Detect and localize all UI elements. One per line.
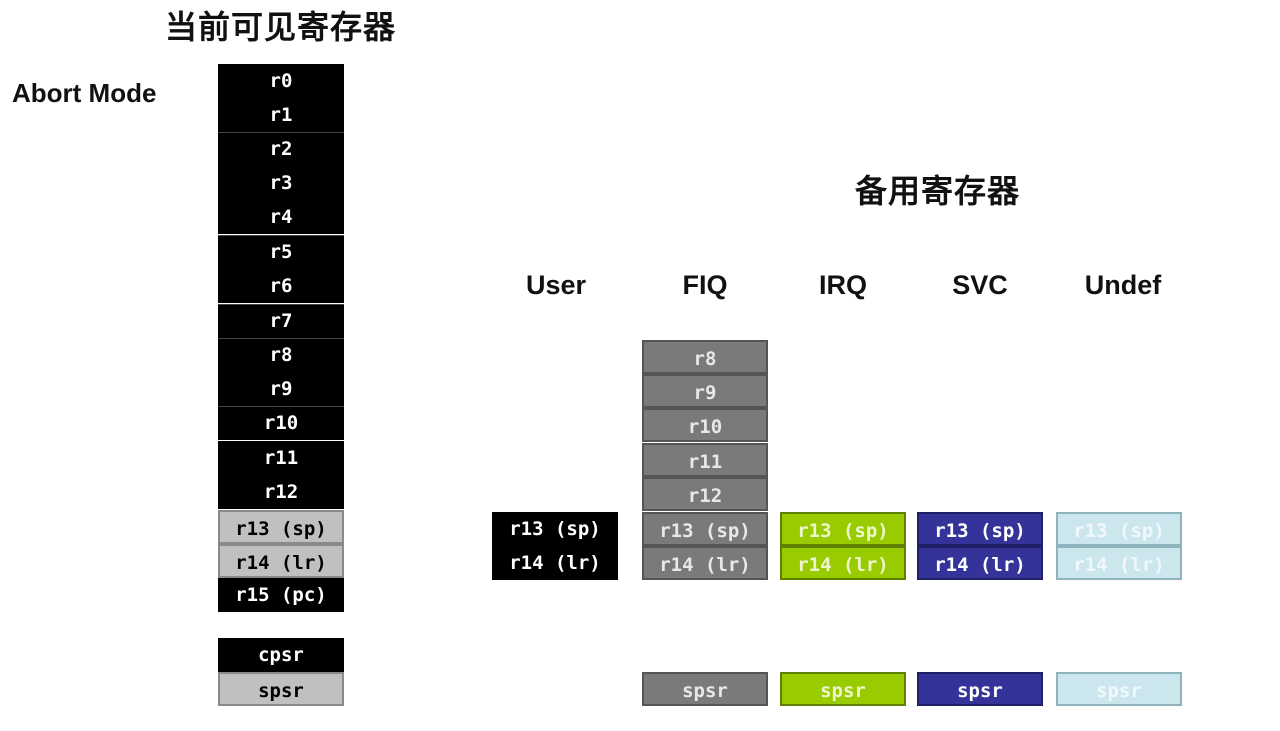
current-register-cpsr: cpsr [218, 638, 344, 672]
current-register-r9: r9 [218, 372, 344, 406]
banked-registers-title: 备用寄存器 [855, 172, 1021, 210]
fiq-register-spsr: spsr [642, 672, 768, 706]
svc-register-spsr: spsr [917, 672, 1043, 706]
current-register-r8: r8 [218, 338, 344, 372]
column-header-irq: IRQ [818, 270, 867, 300]
column-header-user: User [525, 270, 587, 300]
fiq-register-r13: r13 (sp) [642, 512, 768, 546]
fiq-register-r8: r8 [642, 340, 768, 374]
irq-register-spsr: spsr [780, 672, 906, 706]
column-header-svc: SVC [952, 270, 1008, 300]
current-register-r15: r15 (pc) [218, 578, 344, 612]
irq-register-r13: r13 (sp) [780, 512, 906, 546]
fiq-register-r9: r9 [642, 374, 768, 408]
current-register-r11: r11 [218, 441, 344, 475]
current-register-r5: r5 [218, 235, 344, 269]
register-group-divider [218, 406, 344, 407]
undef-register-r13: r13 (sp) [1056, 512, 1182, 546]
fiq-register-r10: r10 [642, 408, 768, 442]
undef-register-spsr: spsr [1056, 672, 1182, 706]
undef-register-r14: r14 (lr) [1056, 546, 1182, 580]
current-register-r14: r14 (lr) [218, 544, 344, 578]
column-header-undef: Undef [1084, 270, 1162, 300]
column-header-fiq: FIQ [682, 270, 728, 300]
register-group-divider [218, 338, 344, 339]
irq-register-r14: r14 (lr) [780, 546, 906, 580]
current-register-r2: r2 [218, 132, 344, 166]
fiq-register-r14: r14 (lr) [642, 546, 768, 580]
current-register-r7: r7 [218, 304, 344, 338]
fiq-register-r11: r11 [642, 443, 768, 477]
current-register-r10: r10 [218, 406, 344, 440]
svc-register-r13: r13 (sp) [917, 512, 1043, 546]
current-register-spsr: spsr [218, 672, 344, 706]
current-register-r1: r1 [218, 98, 344, 132]
current-register-r6: r6 [218, 269, 344, 303]
current-register-r0: r0 [218, 64, 344, 98]
register-group-divider [218, 304, 344, 305]
current-register-r4: r4 [218, 200, 344, 234]
current-register-r12: r12 [218, 475, 344, 509]
current-registers-title: 当前可见寄存器 [165, 8, 397, 46]
user-register-r13: r13 (sp) [492, 512, 618, 546]
current-register-r13: r13 (sp) [218, 510, 344, 544]
user-register-r14: r14 (lr) [492, 546, 618, 580]
svc-register-r14: r14 (lr) [917, 546, 1043, 580]
current-register-r3: r3 [218, 166, 344, 200]
fiq-register-r12: r12 [642, 477, 768, 511]
register-group-divider [218, 235, 344, 236]
mode-label: Abort Mode [12, 78, 157, 108]
register-group-divider [218, 132, 344, 133]
